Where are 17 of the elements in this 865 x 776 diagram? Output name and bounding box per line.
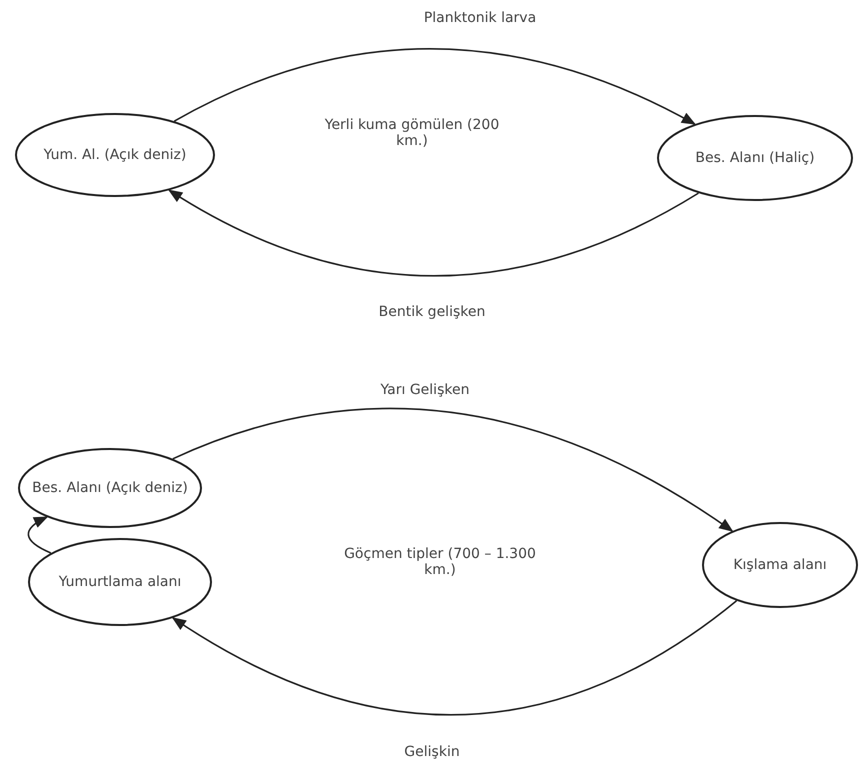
arrow	[168, 190, 699, 277]
area-name: Yum. Al. (Açık deniz)	[44, 146, 186, 164]
area-ellipse	[18, 448, 202, 528]
area-ellipse	[28, 538, 212, 626]
arrow	[174, 48, 696, 125]
note-text: Yerli kuma gömülen (200 km.)	[324, 117, 500, 149]
arrow	[172, 600, 738, 716]
area-name: Yumurtlama alanı	[58, 572, 182, 592]
area-name: Bes. Alanı (Açık deniz)	[32, 478, 188, 498]
area-name: Bes. Alanı (Haliç)	[695, 148, 815, 168]
area-ellipse	[702, 522, 858, 608]
arrow	[172, 408, 734, 532]
area-name: Kışlama alanı	[733, 556, 827, 574]
note-text: Göçmen tipler (700 – 1.300 km.)	[343, 546, 537, 578]
arrow	[28, 516, 52, 554]
area-ellipse	[15, 113, 215, 197]
area-ellipse	[657, 115, 853, 201]
